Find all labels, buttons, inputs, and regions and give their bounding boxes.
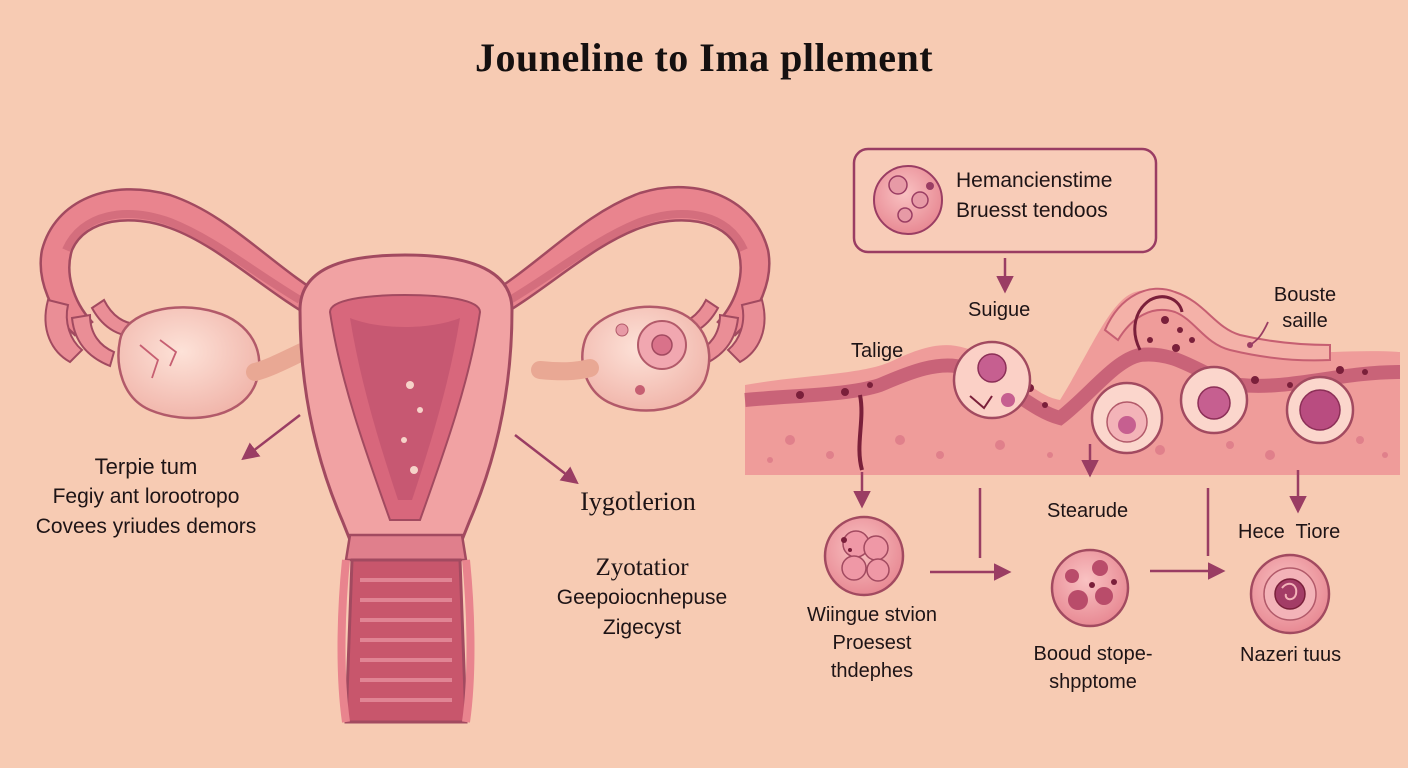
endometrium-cross-section	[744, 287, 1401, 475]
stage1-line2: Proesest	[832, 632, 912, 654]
stage-cells	[823, 515, 1331, 635]
uterus-illustration	[39, 185, 771, 724]
page-title: Jouneline to Ima pllement	[474, 35, 934, 80]
left-label-title: Terpie tum	[94, 454, 198, 479]
ovary-to-label-arrow	[241, 414, 301, 461]
left-label-line2: Fegiy ant lorootropo	[52, 485, 240, 508]
left-fallopian-tube	[39, 188, 332, 337]
left-label-line3: Covees yriudes demors	[35, 515, 257, 538]
middle-label-group: Zyotatior Geepoiocnhepuse Zigecyst	[530, 553, 754, 643]
callout-line2: Bruesst tendoos	[956, 199, 1108, 222]
stage3-label: Nazeri tuus	[1240, 644, 1342, 666]
stage2-line1: Booud stope-	[1033, 643, 1153, 665]
stage1-label: Wiingue stvion Proesest thdephes	[782, 601, 962, 685]
label-suigue: Suigue	[968, 299, 1031, 321]
label-bouste-line1: Bouste	[1273, 284, 1337, 306]
stage1-line3: thdephes	[830, 660, 914, 682]
middle-label-title: Zyotatior	[595, 554, 689, 581]
cervix	[344, 533, 468, 562]
callout-line1: Hemancienstime	[956, 169, 1113, 192]
stage2-top-label: Stearude	[1047, 500, 1129, 522]
label-bouste: Bouste saille	[1250, 282, 1360, 334]
stage3-top-label: Hece Tiore	[1238, 521, 1341, 543]
flow-arrows	[853, 444, 1307, 581]
middle-label-heading: Iygotlerion	[580, 487, 696, 516]
callout-cell-icon	[873, 165, 943, 235]
right-fallopian-tube	[478, 185, 771, 337]
label-bouste-line2: saille	[1282, 310, 1328, 332]
left-fimbriae	[44, 298, 142, 368]
stage2-label: Booud stope- shpptome	[1010, 640, 1176, 696]
stage2-line2: shpptome	[1049, 671, 1137, 693]
left-ovary	[117, 306, 261, 420]
stage2-cell	[1050, 548, 1130, 628]
stage1-cell	[823, 515, 905, 597]
label-talige: Talige	[851, 340, 904, 362]
uterus-to-label-arrow	[514, 434, 579, 485]
middle-label-line3: Zigecyst	[602, 616, 682, 639]
callout-text: Hemancienstime Bruesst tendoos	[956, 166, 1112, 226]
left-label-group: Terpie tum Fegiy ant lorootropo Covees y…	[10, 452, 282, 542]
middle-label-line2: Geepoiocnhepuse	[556, 586, 728, 609]
stage1-line1: Wiingue stvion	[806, 604, 938, 626]
embedded-embryos	[952, 340, 1355, 455]
